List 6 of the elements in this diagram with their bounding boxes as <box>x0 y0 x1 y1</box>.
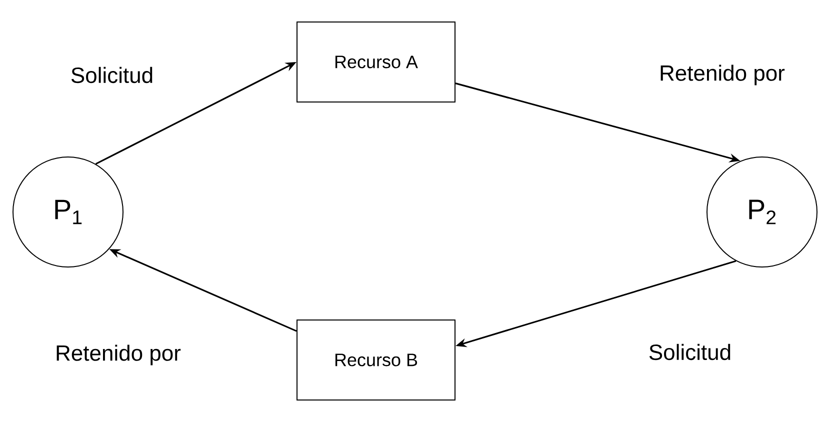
edge-label: Solicitud <box>69 66 155 84</box>
edge-label: Retenido por <box>658 64 786 86</box>
resource-box: Recurso A <box>296 22 456 102</box>
edge-label: Solicitud <box>647 342 733 362</box>
resource-box: Recurso B <box>296 319 456 400</box>
edge-label: Retenido por <box>54 344 182 366</box>
